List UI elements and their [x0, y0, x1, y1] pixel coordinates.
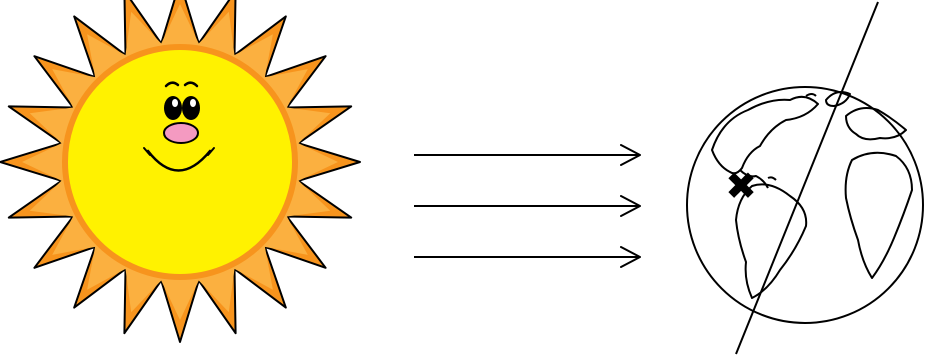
x-mark-icon: ✖: [725, 164, 757, 208]
earth-outline: [687, 87, 923, 323]
sun-face: [65, 47, 295, 277]
earth-globe-icon: ✖: [687, 2, 923, 354]
sunlight-rays: [414, 145, 640, 267]
sun-nose: [164, 123, 198, 143]
smiling-sun-icon: [0, 0, 360, 342]
right-arrow-icon: [414, 196, 640, 216]
right-arrow-icon: [414, 145, 640, 165]
right-arrow-icon: [414, 247, 640, 267]
